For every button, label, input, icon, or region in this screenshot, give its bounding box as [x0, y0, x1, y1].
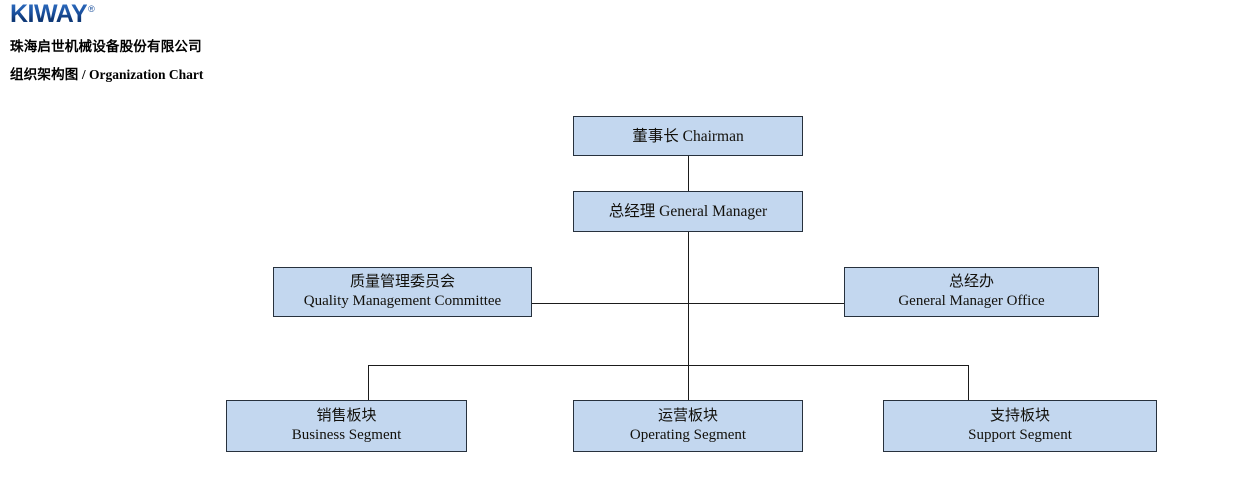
node-general-manager[interactable]: 总经理 General Manager — [573, 191, 803, 232]
connector-drop-support-segment — [968, 365, 969, 400]
connector-drop-operating-segment — [688, 365, 689, 400]
registered-trademark-icon: ® — [88, 4, 95, 14]
node-operating-segment-label-cn: 运营板块 — [657, 408, 718, 424]
node-chairman[interactable]: 董事长 Chairman — [573, 116, 803, 156]
page-title-en: Organization Chart — [89, 67, 204, 82]
connector-gm-trunk — [688, 232, 689, 365]
logo-wordmark: KIWAY — [10, 0, 88, 28]
node-chairman-label: 董事长 Chairman — [632, 127, 744, 145]
page-header: KIWAY® 珠海启世机械设备股份有限公司 组织架构图 / Organizati… — [10, 2, 610, 83]
connector-segment-bar — [368, 365, 969, 366]
node-operating-segment[interactable]: 运营板块 Operating Segment — [573, 400, 803, 452]
page-title-cn: 组织架构图 — [10, 67, 79, 82]
node-general-manager-office-label-cn: 总经办 — [948, 274, 994, 290]
page-title: 组织架构图 / Organization Chart — [10, 67, 610, 83]
node-quality-management-committee-label-cn: 质量管理委员会 — [349, 274, 455, 290]
connector-staff-horizontal — [532, 303, 844, 304]
company-name: 珠海启世机械设备股份有限公司 — [10, 39, 202, 54]
connector-chairman-to-gm — [688, 156, 689, 191]
page-title-separator: / — [78, 67, 90, 82]
node-quality-management-committee-label-en: Quality Management Committee — [303, 293, 502, 309]
node-general-manager-office-label-en: General Manager Office — [898, 293, 1045, 309]
node-general-manager-office[interactable]: 总经办 General Manager Office — [844, 267, 1099, 317]
node-support-segment[interactable]: 支持板块 Support Segment — [883, 400, 1157, 452]
node-support-segment-label-en: Support Segment — [968, 427, 1072, 443]
node-general-manager-label: 总经理 General Manager — [608, 203, 768, 220]
kiway-logo: KIWAY® — [10, 2, 610, 28]
node-business-segment[interactable]: 销售板块 Business Segment — [226, 400, 467, 452]
connector-drop-business-segment — [368, 365, 369, 400]
node-business-segment-label-cn: 销售板块 — [316, 408, 377, 424]
node-operating-segment-label-en: Operating Segment — [629, 427, 747, 443]
node-business-segment-label-en: Business Segment — [291, 427, 402, 443]
node-support-segment-label-cn: 支持板块 — [989, 408, 1050, 424]
node-quality-management-committee[interactable]: 质量管理委员会 Quality Management Committee — [273, 267, 532, 317]
